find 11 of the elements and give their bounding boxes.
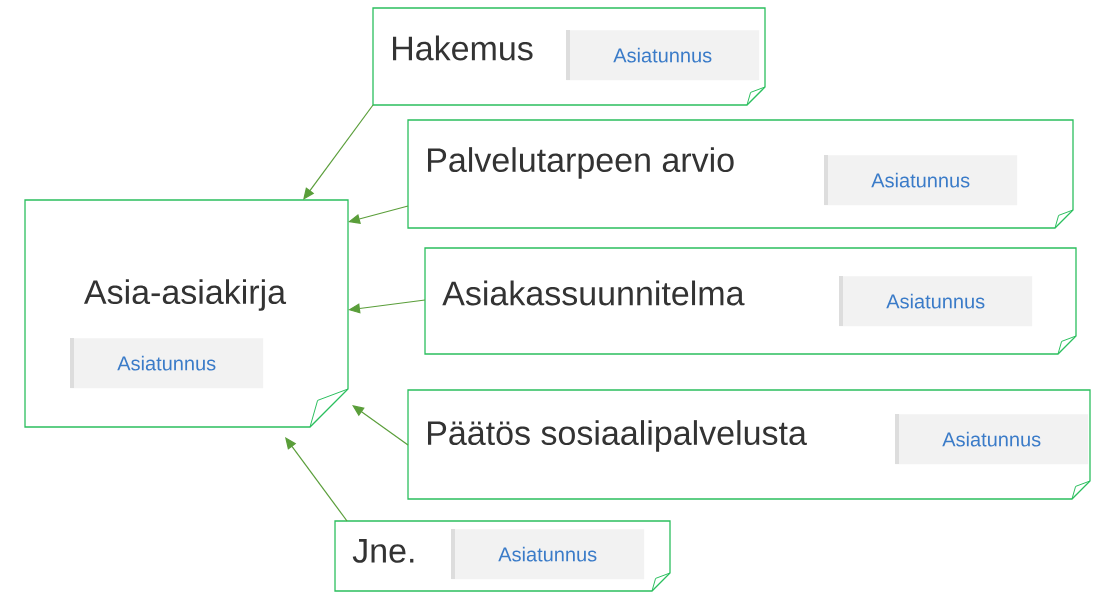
tag-box: Asiatunnus — [566, 30, 760, 81]
arrow — [348, 299, 426, 314]
tag-box: Asiatunnus — [839, 276, 1033, 327]
tag-box: Asiatunnus — [895, 414, 1089, 465]
tag-box: Asiatunnus — [70, 338, 264, 389]
arrow — [352, 405, 409, 446]
arrow — [348, 205, 409, 224]
arrow — [303, 104, 374, 200]
arrow — [285, 437, 348, 522]
tag-box: Asiatunnus — [824, 155, 1018, 206]
tag-box: Asiatunnus — [451, 529, 645, 580]
